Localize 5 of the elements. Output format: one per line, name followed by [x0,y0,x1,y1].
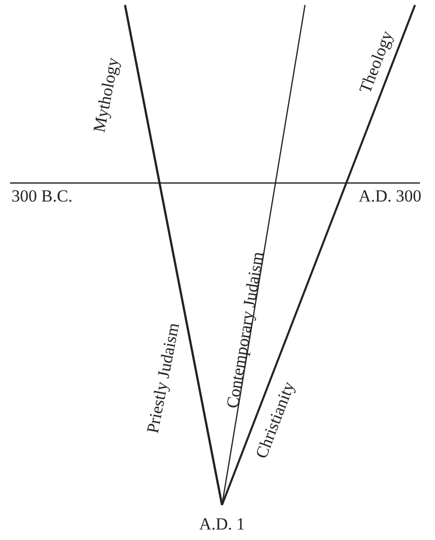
line-label: Mythology [90,56,122,134]
date-label: 300 B.C. [12,188,72,204]
line-label: Priestly Judaism [144,321,182,435]
date-label: A.D. 1 [199,516,245,532]
date-label: A.D. 300 [358,188,422,204]
